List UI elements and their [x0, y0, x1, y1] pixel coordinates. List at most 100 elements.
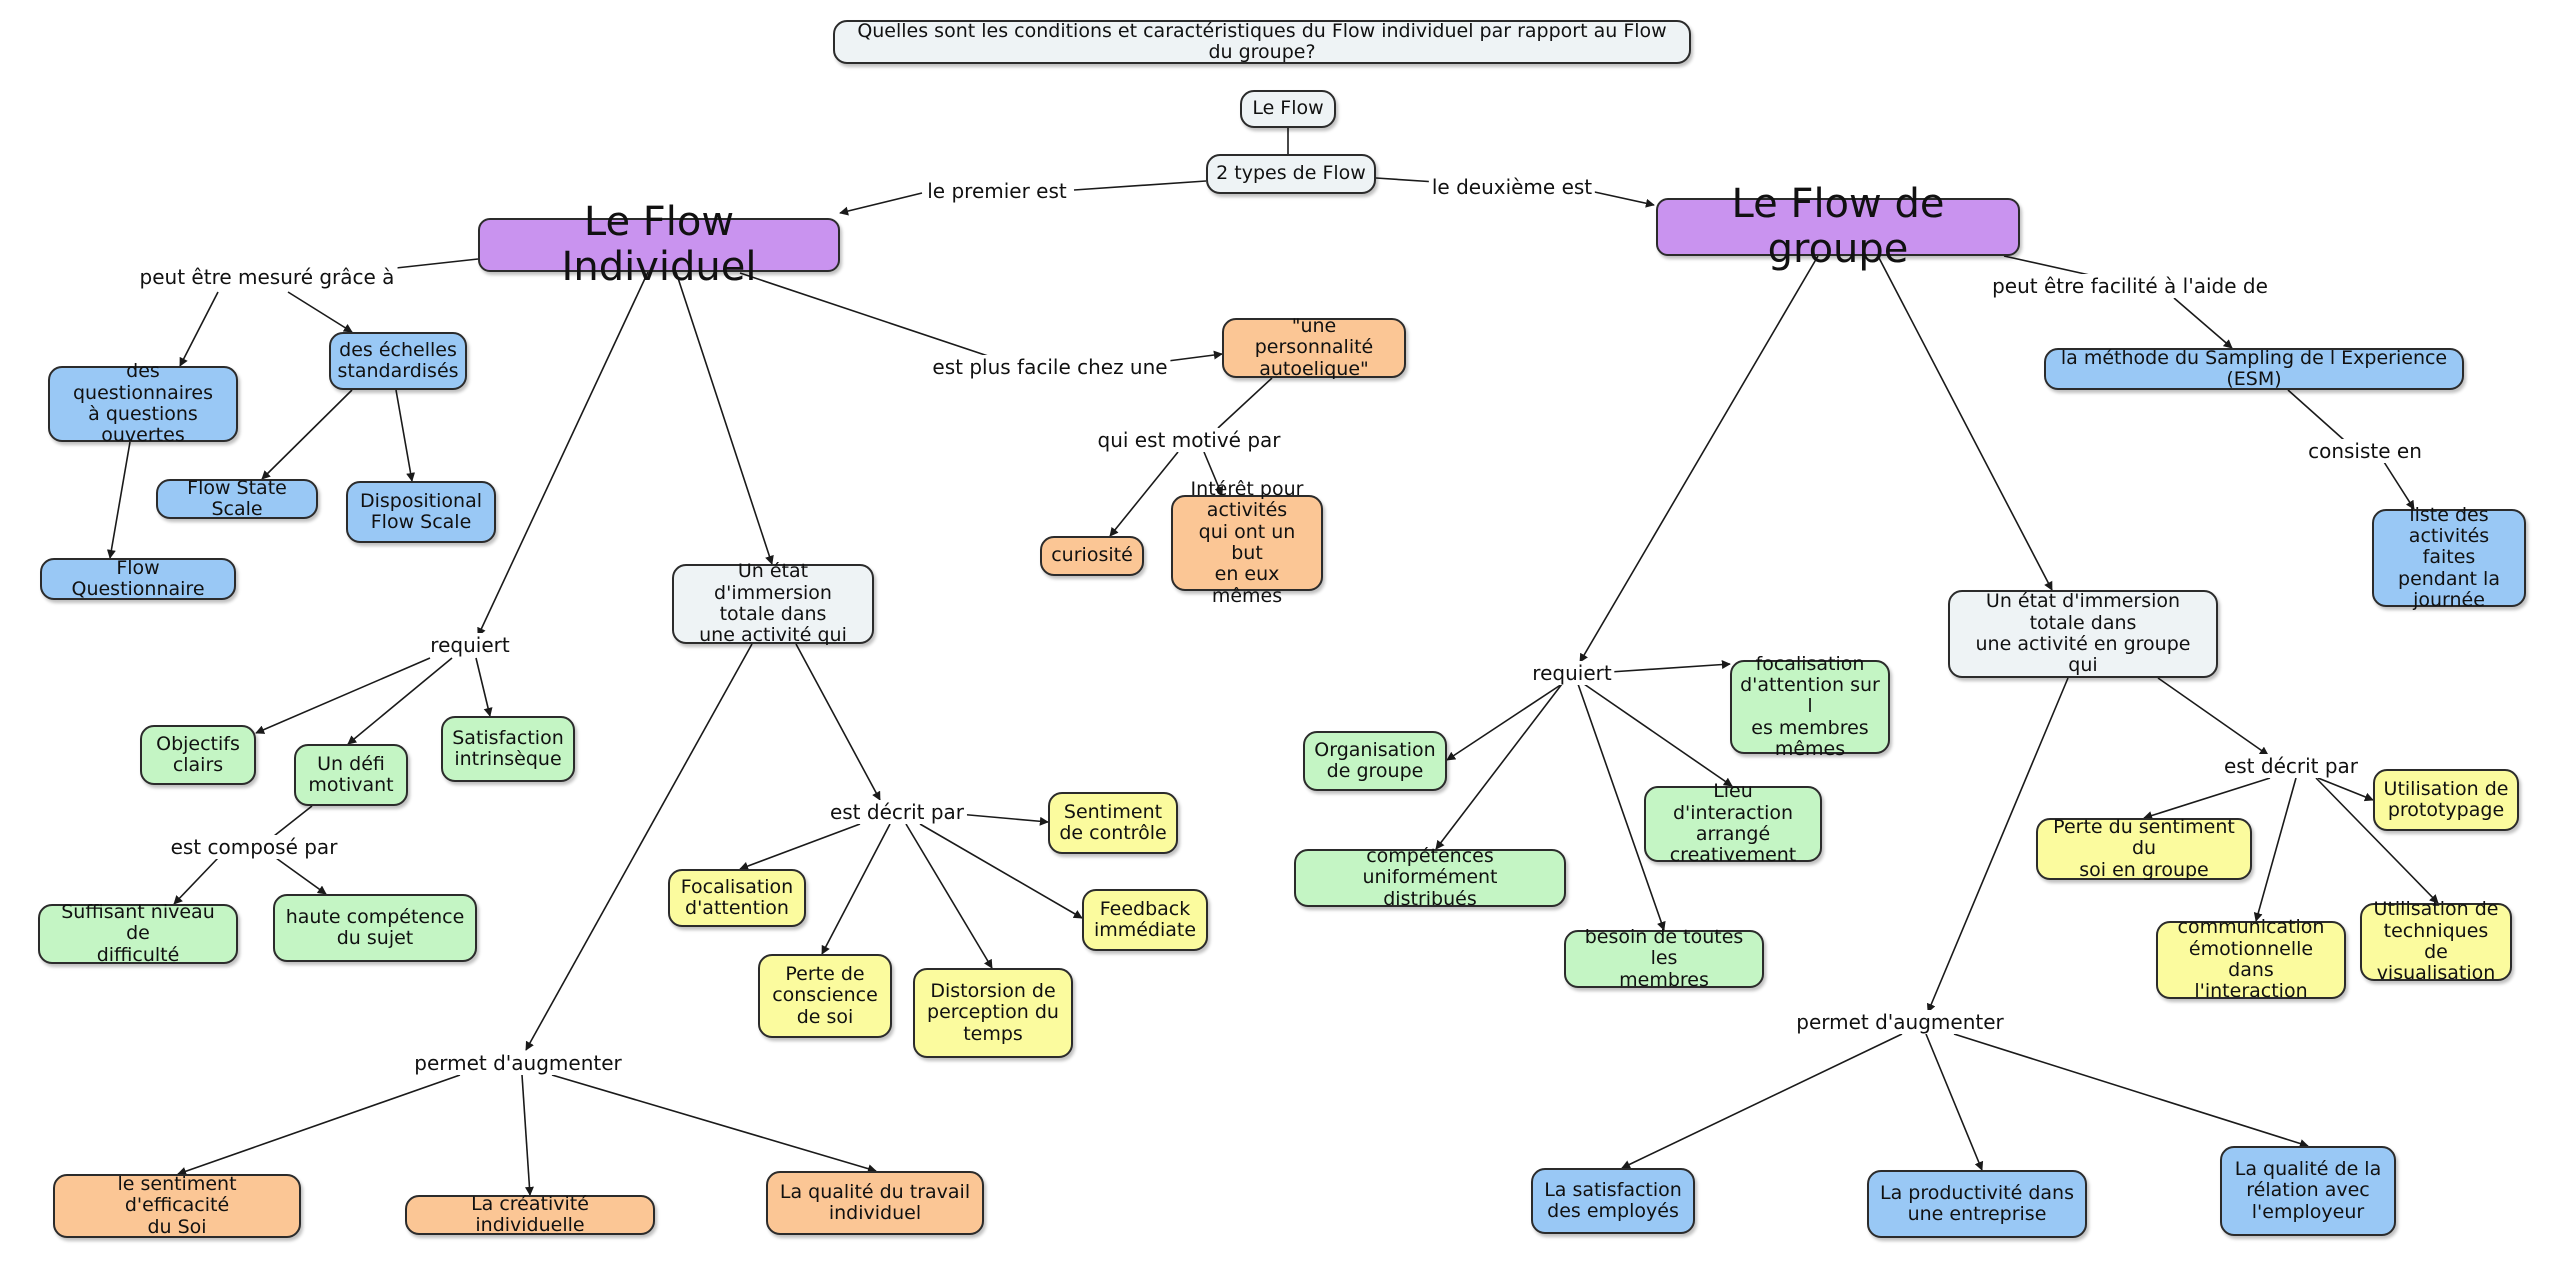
node-etat-immersion-groupe: Un état d'immersion totale dans une acti… [1948, 590, 2218, 678]
node-objectifs-clairs: Objectifs clairs [140, 725, 256, 785]
connector-line [1375, 177, 1437, 183]
node-liste-activites: liste des activités faites pendant la jo… [2372, 504, 2526, 611]
node-productivite-entreprise: La productivité dans une entreprise [1867, 1170, 2087, 1238]
node-haute-competence: haute compétence du sujet [273, 894, 477, 962]
node-perte-sentiment-soi: Perte du sentiment du soi en groupe [2036, 816, 2252, 880]
connector-line [347, 657, 453, 745]
node-focalisation-membres: focalisation d'attention sur l es membre… [1730, 653, 1890, 760]
label-requiert-groupe: requiert [1529, 661, 1615, 685]
connector-line [1073, 180, 1207, 191]
label-plus-facile: est plus facile chez une [929, 355, 1171, 379]
node-lieu-interaction: Lieu d'interaction arrangé creativement [1644, 781, 1822, 866]
connector-line [1217, 377, 1273, 429]
node-satisfaction-intrinseque: Satisfaction intrinsèque [441, 716, 575, 782]
node-focalisation-attention-ind: Focalisation d'attention [668, 869, 806, 927]
connector-line [177, 1074, 461, 1176]
node-techniques-visualisation: Utilisation de techniques de visualisati… [2360, 899, 2512, 984]
label-compose-par: est composé par [167, 835, 341, 859]
node-qualite-travail: La qualité du travail individuel [766, 1171, 984, 1235]
connector-line [179, 291, 219, 367]
connector-line [1925, 1033, 1984, 1171]
node-flow-questionnaire: Flow Questionnaire [40, 557, 236, 600]
label-peut-etre-mesure: peut être mesuré grâce à [136, 265, 398, 289]
node-competences-distribues: compétences uniformément distribués [1294, 845, 1566, 909]
label-deuxieme-est: le deuxième est [1428, 175, 1596, 199]
connector-line [551, 1074, 877, 1174]
node-organisation-groupe: Organisation de groupe [1303, 731, 1447, 791]
node-le-flow: Le Flow [1240, 90, 1336, 128]
label-requiert-individuel: requiert [427, 633, 513, 657]
node-sentiment-controle: Sentiment de contrôle [1048, 792, 1178, 854]
connector-line [395, 258, 479, 269]
node-distorsion-temps: Distorsion de perception du temps [913, 968, 1073, 1058]
connector-line [525, 643, 753, 1051]
label-premier-est: le premier est [924, 179, 1070, 203]
connector-line [905, 823, 993, 969]
node-interet-activites: Intérêt pour activités qui ont un but en… [1171, 479, 1323, 606]
node-personnalite-autoelique: "une personnalité autoelique" [1222, 315, 1406, 379]
connector-line [1609, 660, 1731, 673]
connector-line [821, 823, 891, 955]
connector-line [795, 643, 881, 801]
connector-line [255, 657, 431, 734]
node-etat-immersion-individuel: Un état d'immersion totale dans une acti… [672, 561, 874, 646]
connector-line [839, 192, 923, 216]
label-augmenter-groupe: permet d'augmenter [1793, 1010, 2007, 1034]
connector-line [1583, 683, 1733, 787]
node-suffisant-niveau: Suffisant niveau de difficulté [38, 901, 238, 965]
node-perte-conscience: Perte de conscience de soi [758, 954, 892, 1038]
connector-line [2157, 677, 2269, 756]
node-methode-esm: la méthode du Sampling de l Experience (… [2044, 347, 2464, 390]
connector-line [739, 823, 861, 871]
node-2-types: 2 types de Flow [1206, 154, 1376, 194]
node-echelles-standardisees: des échelles standardisés [329, 332, 467, 390]
node-questionnaires-ouverts: des questionnaires à questions ouvertes [48, 361, 238, 446]
connector-line [1877, 255, 2053, 591]
connector-line [2253, 777, 2297, 922]
connector-line [173, 857, 219, 905]
node-flow-state-scale: Flow State Scale [156, 477, 318, 520]
connector-line [1621, 1033, 1903, 1169]
node-feedback-immediate: Feedback immédiate [1082, 889, 1208, 951]
connector-line [521, 1074, 534, 1196]
connector-line [475, 657, 493, 717]
connector-line [477, 271, 649, 637]
node-communication-emotionnelle: communication émotionnelle dans l'intera… [2156, 917, 2346, 1002]
label-facilite-aide: peut être facilité à l'aide de [1989, 274, 2271, 298]
connector-line [1589, 190, 1655, 208]
node-defi-motivant: Un défi motivant [294, 744, 408, 806]
node-creativite-individuelle: La créativité individuelle [405, 1193, 655, 1236]
node-flow-individuel: Le Flow Individuel [478, 200, 840, 289]
connector-line [1446, 683, 1563, 761]
connector-line [1435, 683, 1563, 850]
connector-line [287, 291, 353, 333]
label-decrit-par-groupe: est décrit par [2220, 754, 2362, 778]
node-curiosite: curiosité [1040, 536, 1144, 576]
node-flow-groupe: Le Flow de groupe [1656, 182, 2020, 271]
connector-line [2173, 297, 2233, 349]
connector-line [1109, 451, 1179, 537]
label-motive-par: qui est motivé par [1094, 428, 1284, 452]
connector-line [675, 271, 774, 565]
connector-line [2287, 389, 2345, 441]
node-utilisation-prototypage: Utilisation de prototypage [2373, 769, 2519, 831]
node-besoin-membres: besoin de toutes les membres [1564, 926, 1764, 990]
node-dispositional-flow-scale: Dispositional Flow Scale [346, 481, 496, 543]
node-satisfaction-employes: La satisfaction des employés [1531, 1168, 1695, 1234]
connector-line [957, 813, 1049, 826]
connector-line [395, 389, 416, 482]
label-decrit-par-individuel: est décrit par [826, 800, 968, 824]
connector-line [2143, 777, 2271, 820]
node-qualite-relation: La qualité de la rélation avec l'employe… [2220, 1146, 2396, 1236]
connector-line [275, 857, 327, 895]
question-box: Quelles sont les conditions et caractéri… [833, 20, 1691, 64]
connector-line [2003, 255, 2095, 277]
label-augmenter-individuel: permet d'augmenter [411, 1051, 625, 1075]
connector-line [261, 389, 353, 480]
connector-line [106, 441, 131, 559]
connector-line [273, 805, 313, 837]
connector-line [2317, 777, 2374, 802]
connector-line [1579, 255, 1819, 663]
connector-line [2383, 461, 2415, 510]
node-efficacite-soi: le sentiment d'efficacité du Soi [53, 1173, 301, 1238]
